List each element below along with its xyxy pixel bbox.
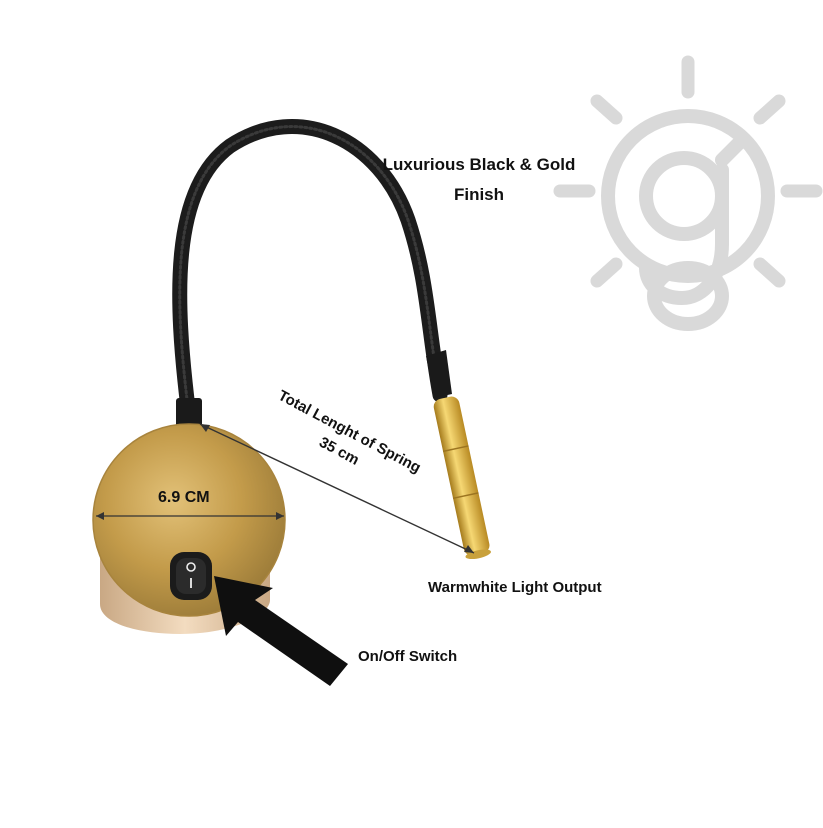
- lamp-head: [433, 396, 491, 560]
- bulb-g-logo-icon: [553, 55, 823, 331]
- light-output-label: Warmwhite Light Output: [428, 579, 602, 596]
- diameter-label: 6.9 CM: [158, 489, 210, 506]
- spring-length-line: [199, 423, 475, 554]
- finish-label-line2: Finish: [453, 185, 505, 204]
- pointer-arrow-icon: [214, 576, 348, 686]
- finish-label-line1: Luxurious Black & Gold: [382, 155, 576, 174]
- on-off-switch[interactable]: [170, 552, 212, 600]
- switch-off-glyph: [186, 562, 196, 572]
- finish-label: Luxurious Black & Gold Finish: [372, 150, 586, 210]
- switch-label: On/Off Switch: [358, 648, 458, 665]
